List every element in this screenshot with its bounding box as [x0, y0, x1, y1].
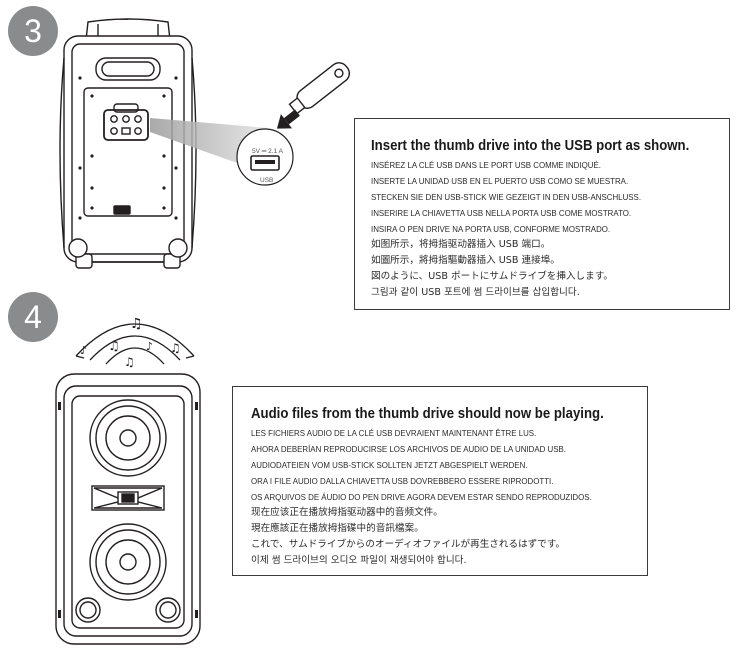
- step-4-heading: Audio files from the thumb drive should …: [251, 405, 604, 422]
- usb-thumb-drive-icon: [276, 62, 351, 129]
- usb-power-rating: 5V ═ 2.1 A: [252, 148, 283, 155]
- usb-port-icon: [236, 128, 294, 186]
- step-3-it: INSERIRE LA CHIAVETTA USB NELLA PORTA US…: [371, 208, 632, 218]
- step-3-number: 3: [24, 12, 42, 49]
- step-3-ja: 図のように、USB ポートにサムドライブを挿入します。: [371, 271, 613, 282]
- step-3-zh-hans: 如图所示，将拇指驱动器插入 USB 端口。: [371, 239, 551, 250]
- step-4-pt: OS ARQUIVOS DE ÁUDIO DO PEN DRIVE AGORA …: [251, 492, 592, 502]
- music-note-icon: ♫ ♪ ♫ ♪ ♫ ♫: [80, 316, 181, 369]
- svg-text:♫: ♫: [130, 316, 143, 332]
- step-4-zh-hans: 现在应该正在播放拇指驱动器中的音频文件。: [251, 507, 443, 518]
- step-3-fr: INSÉREZ LA CLÉ USB DANS LE PORT USB COMM…: [371, 160, 601, 170]
- svg-text:♪: ♪: [146, 340, 153, 353]
- step-4-number: 4: [24, 298, 42, 335]
- step-4-de: AUDIODATEIEN VOM USB-STICK SOLLTEN JETZT…: [251, 460, 528, 470]
- svg-text:♫: ♫: [108, 339, 120, 354]
- step-3-es: INSERTE LA UNIDAD USB EN EL PUERTO USB C…: [371, 176, 629, 186]
- step-4-instructions: Audio files from the thumb drive should …: [232, 386, 648, 576]
- step-4-ko: 이제 썸 드라이브의 오디오 파일이 재생되어야 합니다.: [251, 555, 467, 566]
- sound-waves-illustration: ♫ ♪ ♫ ♪ ♫ ♫: [75, 316, 195, 369]
- step-3-zh-hant: 如圖所示，將拇指驅動器插入 USB 連接埠。: [371, 255, 560, 266]
- svg-text:♪: ♪: [80, 344, 87, 357]
- speaker-back-illustration: [59, 18, 197, 269]
- step-4-ja: これで、サムドライブからのオーディオファイルが再生されるはずです。: [251, 539, 566, 550]
- usb-port-label: USB: [260, 177, 274, 184]
- step-3-heading: Insert the thumb drive into the USB port…: [371, 137, 690, 154]
- step-3-ko: 그림과 같이 USB 포트에 썸 드라이브를 삽입합니다.: [371, 287, 580, 298]
- step-4-badge: 4: [8, 292, 58, 342]
- speaker-front-illustration: [55, 373, 201, 645]
- step-4-it: ORA I FILE AUDIO DALLA CHIAVETTA USB DOV…: [251, 476, 554, 486]
- step-3-pt: INSIRA O PEN DRIVE NA PORTA USB, CONFORM…: [371, 224, 611, 234]
- step-3-badge: 3: [8, 6, 58, 56]
- step-3-instructions: Insert the thumb drive into the USB port…: [354, 118, 730, 310]
- step-3-de: STECKEN SIE DEN USB-STICK WIE GEZEIGT IN…: [371, 192, 642, 202]
- step-4-fr: LES FICHIERS AUDIO DE LA CLÉ USB DEVRAIE…: [251, 428, 537, 438]
- step-4-zh-hant: 現在應該正在播放拇指碟中的音訊檔案。: [251, 523, 424, 534]
- step-4-es: AHORA DEBERÍAN REPRODUCIRSE LOS ARCHIVOS…: [251, 444, 567, 454]
- svg-text:♫: ♫: [124, 355, 135, 369]
- svg-text:♫: ♫: [170, 341, 181, 355]
